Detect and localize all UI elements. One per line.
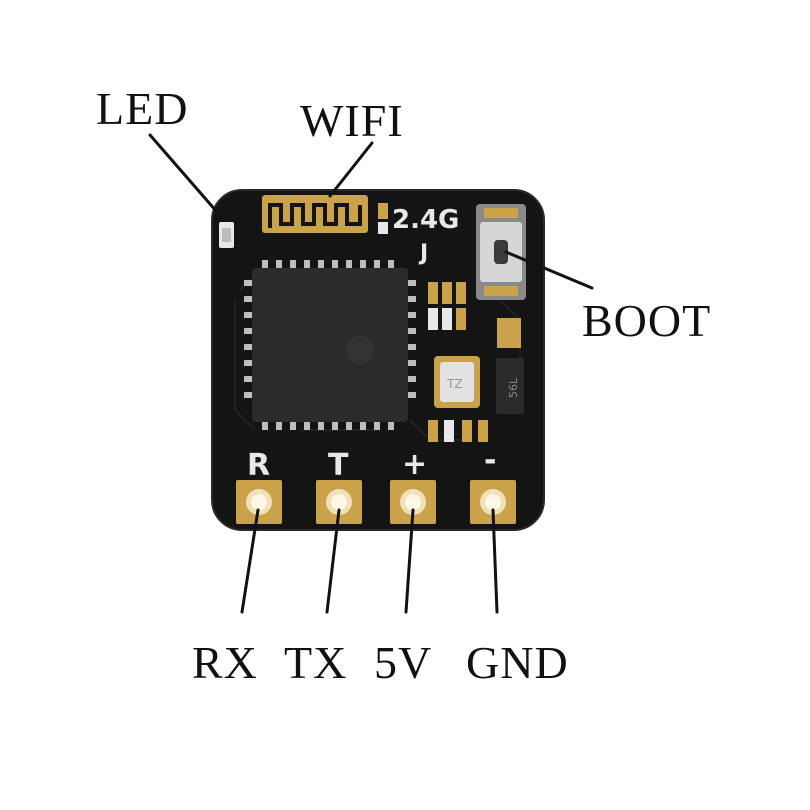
callout-5v: 5V bbox=[374, 637, 433, 688]
leader-line-boot bbox=[504, 250, 594, 290]
main-chip bbox=[252, 268, 408, 422]
silk-variant-label: J bbox=[418, 241, 428, 266]
leader-line-led bbox=[148, 133, 226, 222]
callout-gnd: GND bbox=[466, 637, 569, 688]
wifi-antenna-meander bbox=[268, 203, 362, 228]
solder-pad-gnd bbox=[470, 480, 516, 524]
leader-line-wifi bbox=[328, 141, 374, 198]
silk-band-label: 2.4G bbox=[392, 205, 459, 235]
pcb-board-edge bbox=[211, 189, 545, 531]
leader-line-rx bbox=[240, 508, 260, 614]
solder-pad-tx bbox=[316, 480, 362, 524]
led-lens bbox=[222, 228, 231, 242]
solder-pad-5v bbox=[390, 480, 436, 524]
callout-tx: TX bbox=[284, 637, 348, 688]
capacitor bbox=[378, 203, 388, 219]
crystal-marking: TZ bbox=[446, 377, 463, 391]
boot-button-pad bbox=[484, 286, 518, 296]
callout-boot: BOOT bbox=[582, 295, 712, 346]
callout-rx: RX bbox=[192, 637, 258, 688]
leader-line-tx bbox=[325, 508, 341, 614]
callout-led: LED bbox=[96, 83, 189, 134]
capacitor bbox=[378, 222, 388, 234]
boot-button-pad bbox=[484, 208, 518, 218]
leader-line-5v bbox=[404, 508, 415, 614]
leader-line-gnd bbox=[491, 508, 499, 614]
regulator-marking: 56L bbox=[507, 377, 520, 398]
silk-pad-t: T bbox=[328, 448, 349, 483]
silk-pad-plus: + bbox=[402, 447, 427, 482]
callout-wifi: WIFI bbox=[300, 95, 404, 146]
silk-pad-r: R bbox=[247, 448, 270, 483]
chip-logo-mark bbox=[346, 336, 374, 364]
boot-button-actuator bbox=[494, 240, 508, 264]
solder-pad-rx bbox=[236, 480, 282, 524]
chip-pins bbox=[244, 260, 416, 430]
regulator-chip bbox=[496, 358, 524, 414]
silk-pad-minus: - bbox=[484, 443, 496, 478]
passive-components bbox=[428, 282, 521, 442]
